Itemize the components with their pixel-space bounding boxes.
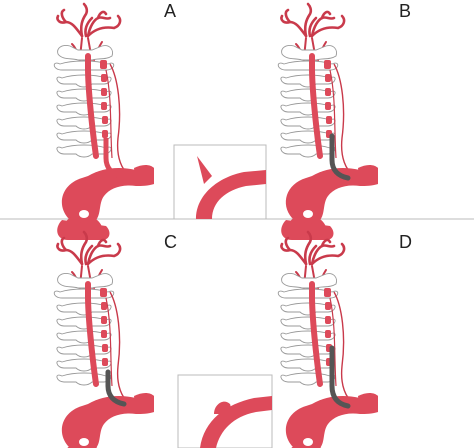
inset-c-bulge	[214, 401, 231, 414]
panel-d-occluded-segment	[329, 345, 351, 409]
panel-c-illustration	[54, 232, 154, 448]
panel-label-b: B	[399, 1, 412, 21]
panel-label-a: A	[164, 1, 177, 21]
inset-a-arch-vessel	[196, 170, 266, 219]
panel-label-c: C	[164, 232, 177, 252]
panel-a-carotid-lower	[103, 138, 121, 179]
panel-c-occluded-segment	[105, 369, 127, 407]
panel-b-occluded-segment	[329, 133, 351, 181]
panel-label-d: D	[399, 232, 412, 252]
inset-c-arch-vessel	[200, 396, 272, 448]
inset-a-branch-stub	[197, 156, 212, 184]
panel-a-illustration	[54, 4, 154, 240]
panel-b-illustration	[278, 4, 378, 240]
inset-a-box	[173, 144, 267, 220]
panel-d-illustration	[278, 232, 378, 448]
inset-c-box	[177, 374, 273, 448]
